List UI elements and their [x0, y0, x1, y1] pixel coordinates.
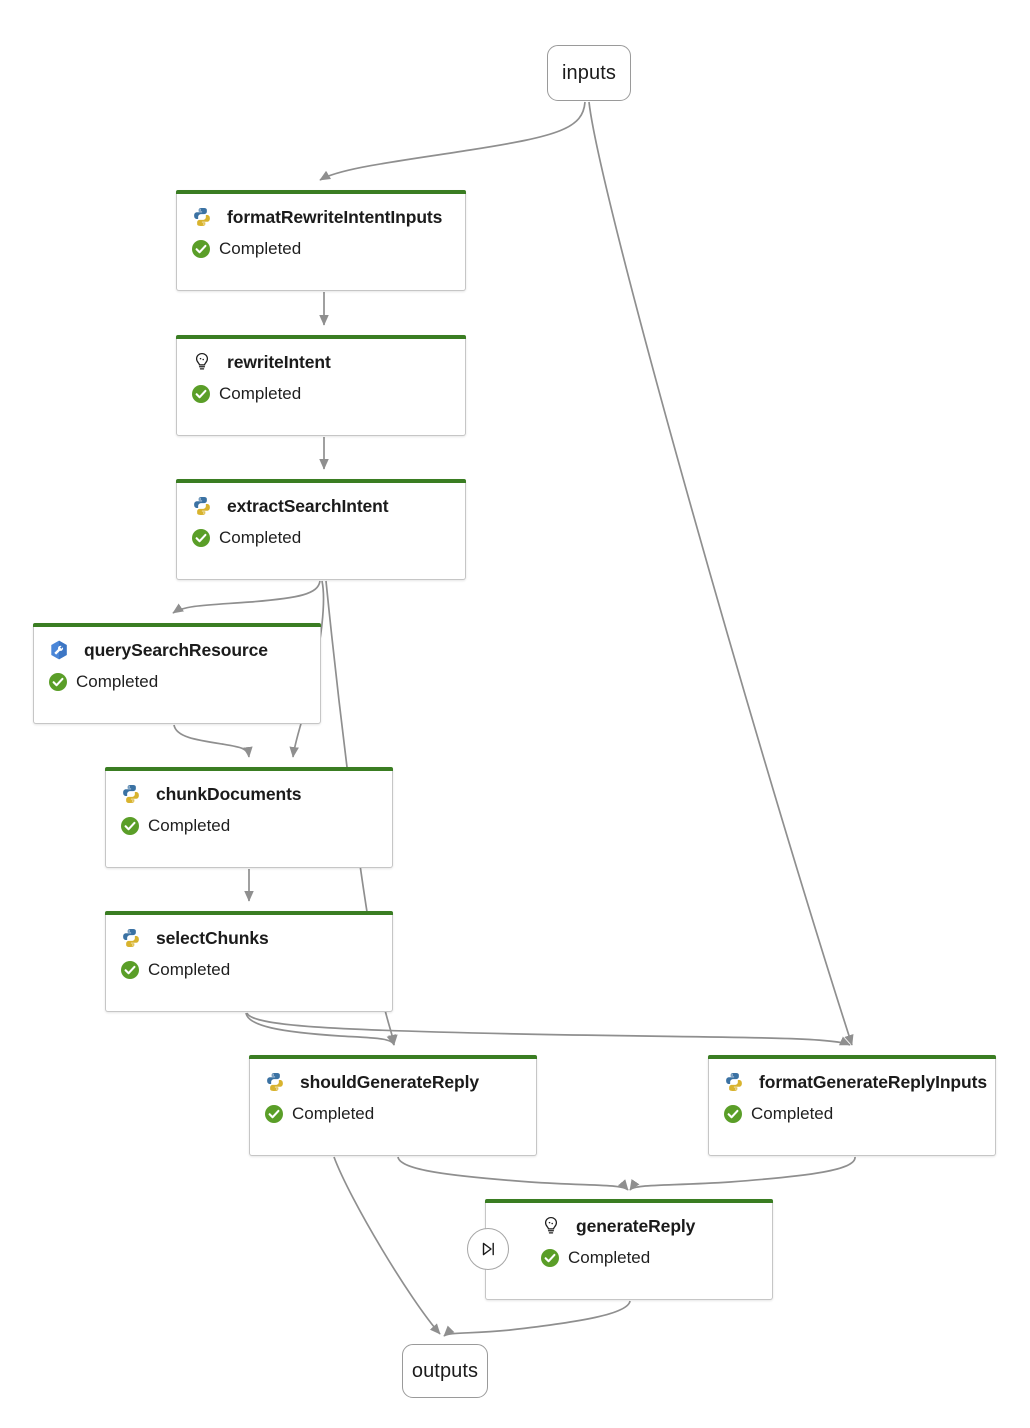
node-status-label: Completed — [292, 1104, 375, 1123]
node-status-accent-bar — [248, 1055, 538, 1059]
python-icon — [123, 929, 139, 947]
node-status-row: Completed — [486, 1237, 772, 1268]
node-status-accent-bar — [707, 1055, 997, 1059]
terminal-node-outputs[interactable]: outputs — [402, 1344, 488, 1398]
node-formatGenerateReplyInputs[interactable]: formatGenerateReplyInputs Completed — [707, 1055, 997, 1156]
node-title: querySearchResource — [84, 639, 268, 660]
python-icon — [194, 208, 210, 226]
node-title-row: rewriteIntent — [177, 335, 465, 373]
node-status-accent-bar — [484, 1199, 774, 1203]
status-completed-check-icon — [192, 385, 210, 403]
python-icon — [267, 1073, 283, 1091]
terminal-label-outputs: outputs — [411, 1359, 479, 1382]
edge-selectChunks-to-formatGenerateReplyInputs — [246, 1012, 851, 1046]
node-rewriteIntent[interactable]: rewriteIntent Completed — [175, 335, 467, 436]
status-completed-check-icon — [121, 961, 139, 979]
node-title: chunkDocuments — [156, 783, 302, 804]
terminal-node-inputs[interactable]: inputs — [547, 45, 631, 101]
node-status-row: Completed — [250, 1093, 536, 1124]
status-completed-check-icon — [541, 1249, 559, 1267]
node-extractSearchIntent[interactable]: extractSearchIntent Completed — [175, 479, 467, 580]
edge-querySearchResource-to-chunkDocuments — [173, 724, 253, 758]
node-status-label: Completed — [219, 384, 302, 403]
node-title-row: extractSearchIntent — [177, 479, 465, 517]
node-status-accent-bar — [175, 335, 467, 339]
edge-extractSearchIntent-to-querySearchResource — [172, 580, 321, 614]
status-completed-check-icon — [724, 1105, 742, 1123]
node-title-row: generateReply — [486, 1199, 772, 1237]
node-title-row: formatGenerateReplyInputs — [709, 1055, 995, 1093]
node-status-row: Completed — [177, 517, 465, 548]
node-status-row: Completed — [709, 1093, 995, 1124]
edge-shouldGenerateReply-to-outputs — [333, 1156, 441, 1335]
node-title: rewriteIntent — [227, 351, 331, 372]
edge-generateReply-to-outputs — [443, 1300, 631, 1337]
node-status-accent-bar — [175, 479, 467, 483]
edge-inputs-to-formatRewriteIntentInputs — [319, 101, 586, 181]
edge-selectChunks-to-shouldGenerateReply — [245, 1012, 396, 1046]
terminal-label-inputs: inputs — [562, 61, 616, 84]
node-title-row: querySearchResource — [34, 623, 320, 661]
node-status-label: Completed — [568, 1248, 651, 1267]
node-status-accent-bar — [32, 623, 322, 627]
node-status-row: Completed — [106, 805, 392, 836]
python-icon — [123, 785, 139, 803]
tool-hexagon-icon — [51, 640, 67, 660]
status-completed-check-icon — [192, 240, 210, 258]
node-title-row: selectChunks — [106, 911, 392, 949]
node-selectChunks[interactable]: selectChunks Completed — [104, 911, 394, 1012]
node-title: generateReply — [576, 1215, 696, 1236]
node-status-label: Completed — [219, 528, 302, 547]
node-title-row: chunkDocuments — [106, 767, 392, 805]
node-status-label: Completed — [148, 816, 231, 835]
status-completed-check-icon — [49, 673, 67, 691]
node-status-accent-bar — [104, 911, 394, 915]
edge-shouldGenerateReply-to-generateReply — [397, 1156, 629, 1191]
node-title: formatRewriteIntentInputs — [227, 206, 443, 227]
status-completed-check-icon — [192, 529, 210, 547]
node-title: formatGenerateReplyInputs — [759, 1071, 987, 1092]
edge-inputs-to-formatGenerateReplyInputs — [588, 101, 854, 1046]
node-status-row: Completed — [106, 949, 392, 980]
node-status-row: Completed — [177, 373, 465, 404]
lightbulb-icon — [544, 1216, 558, 1234]
status-completed-check-icon — [265, 1105, 283, 1123]
lightbulb-icon — [195, 352, 209, 370]
node-chunkDocuments[interactable]: chunkDocuments Completed — [104, 767, 394, 868]
node-status-accent-bar — [175, 190, 467, 194]
node-title: selectChunks — [156, 927, 269, 948]
node-status-accent-bar — [104, 767, 394, 771]
node-querySearchResource[interactable]: querySearchResource Completed — [32, 623, 322, 724]
node-generateReply[interactable]: generateReply Completed — [484, 1199, 774, 1300]
node-status-label: Completed — [76, 672, 159, 691]
node-status-label: Completed — [751, 1104, 834, 1123]
python-icon — [726, 1073, 742, 1091]
node-title: shouldGenerateReply — [300, 1071, 479, 1092]
node-title-row: formatRewriteIntentInputs — [177, 190, 465, 228]
edge-formatGenerateReplyInputs-to-generateReply — [629, 1156, 856, 1191]
node-formatRewriteIntentInputs[interactable]: formatRewriteIntentInputs Completed — [175, 190, 467, 291]
step-forward-icon — [482, 1242, 494, 1256]
node-shouldGenerateReply[interactable]: shouldGenerateReply Completed — [248, 1055, 538, 1156]
node-status-row: Completed — [177, 228, 465, 259]
status-completed-check-icon — [121, 817, 139, 835]
node-status-label: Completed — [148, 960, 231, 979]
node-title-row: shouldGenerateReply — [250, 1055, 536, 1093]
node-status-row: Completed — [34, 661, 320, 692]
step-forward-badge[interactable] — [467, 1228, 509, 1270]
node-title: extractSearchIntent — [227, 495, 389, 516]
node-status-label: Completed — [219, 239, 302, 258]
python-icon — [194, 497, 210, 515]
